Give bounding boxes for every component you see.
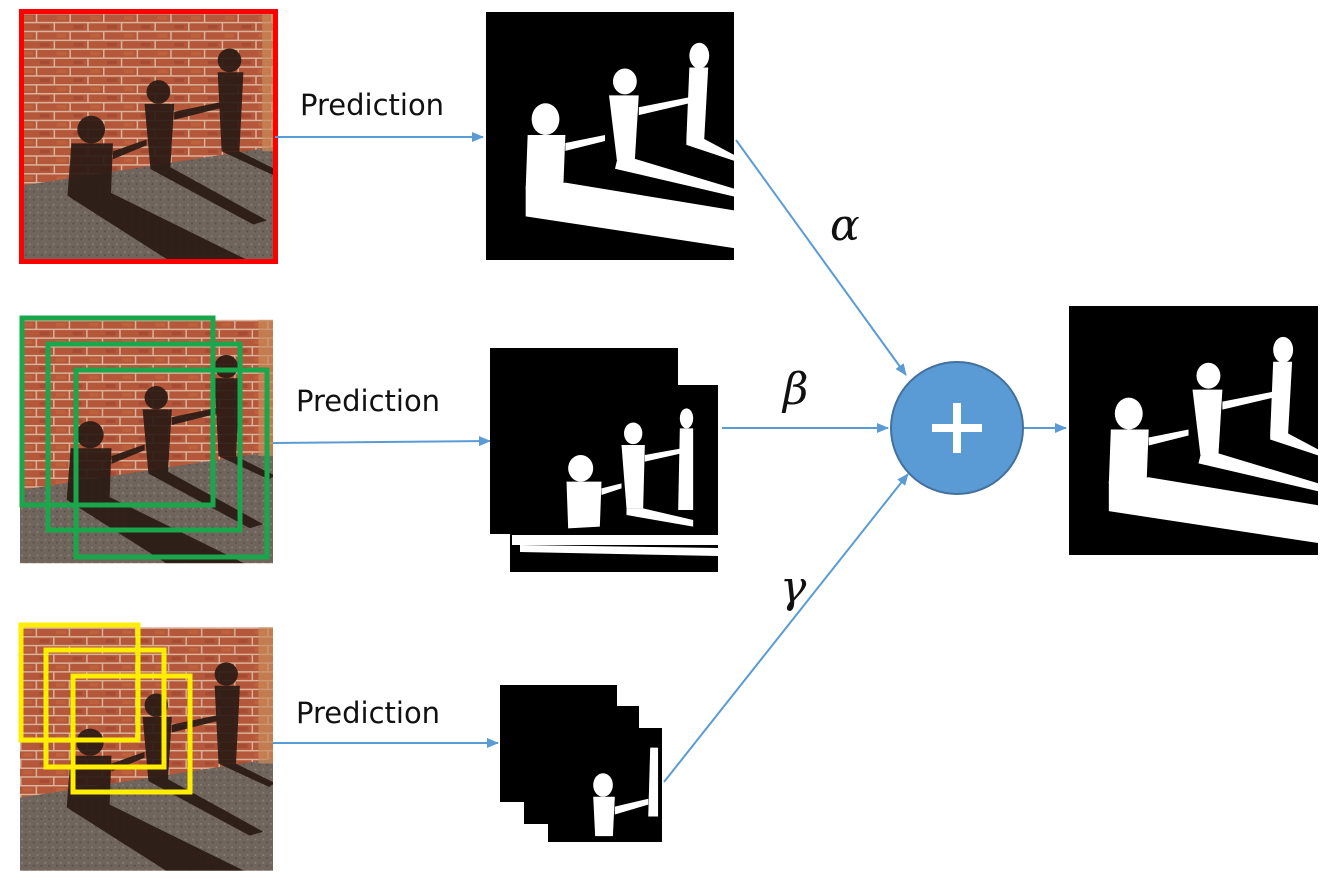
row-3-input	[18, 622, 273, 871]
prediction-label-2: Prediction	[296, 384, 441, 418]
small-mask-stack	[500, 685, 662, 842]
input-photo-image	[20, 319, 273, 564]
row-2-arrow	[272, 436, 491, 447]
crop-box-yellow-1	[18, 622, 141, 743]
crop-box-yellow-2	[43, 647, 167, 770]
row-1-input	[19, 9, 278, 264]
input-photo-image	[20, 12, 277, 261]
shadow-mask-image	[548, 728, 662, 842]
crop-box-yellow-3	[70, 673, 193, 795]
shadow-mask-image	[486, 12, 734, 260]
input-photo-image	[20, 627, 273, 871]
alpha-arrow	[735, 139, 907, 376]
crop-box-green-2	[45, 341, 243, 533]
alpha-weight-label: α	[830, 200, 860, 251]
prediction-label-3: Prediction	[296, 696, 441, 730]
beta-weight-label: β	[783, 364, 809, 415]
prediction-label-1: Prediction	[300, 88, 445, 122]
shadow-mask-image	[1069, 306, 1318, 555]
gamma-arrow	[663, 473, 909, 783]
crop-box-green-3	[73, 367, 270, 560]
shadow-mask-image	[534, 385, 694, 535]
gamma-weight-label: γ	[780, 562, 807, 613]
row-2-input	[19, 315, 273, 564]
crop-box-green-1	[19, 315, 216, 508]
medium-mask-stack	[490, 348, 718, 572]
